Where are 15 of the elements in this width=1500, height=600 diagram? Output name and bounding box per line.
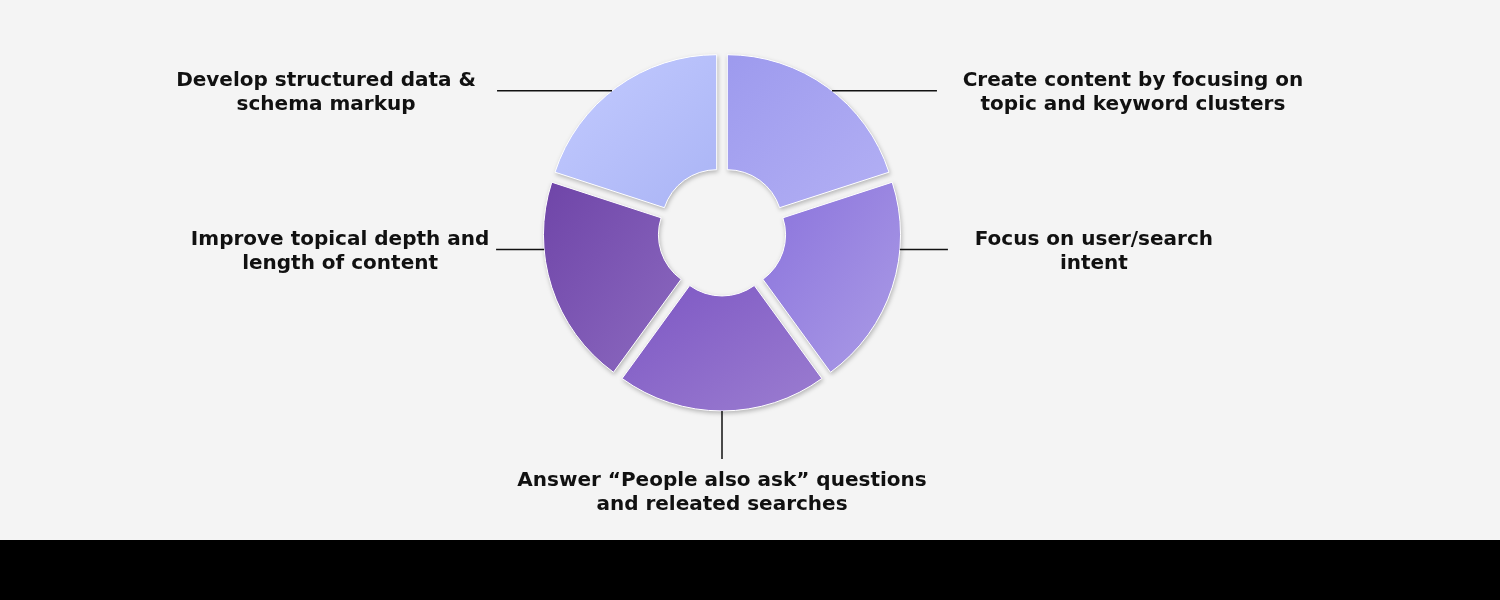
- ring-segment: [554, 54, 718, 209]
- step-label: Create content by focusing on topic and keyword clusters: [942, 66, 1323, 115]
- ring-segment: [762, 181, 901, 373]
- step-label: Focus on user/search intent: [953, 225, 1234, 274]
- ring-segment: [621, 285, 823, 412]
- step-label: Develop structured data & schema markup: [161, 66, 492, 115]
- ring-segment: [726, 54, 890, 209]
- leader-line: [831, 90, 938, 92]
- leader-line: [496, 90, 613, 92]
- leader-line: [899, 248, 949, 251]
- ring-segment: [543, 181, 682, 373]
- leader-line: [495, 248, 545, 251]
- leader-line: [721, 410, 723, 460]
- step-label: Improve topical depth and length of content: [190, 225, 491, 274]
- step-label: Answer “People also ask” questions and releated searches: [512, 467, 932, 515]
